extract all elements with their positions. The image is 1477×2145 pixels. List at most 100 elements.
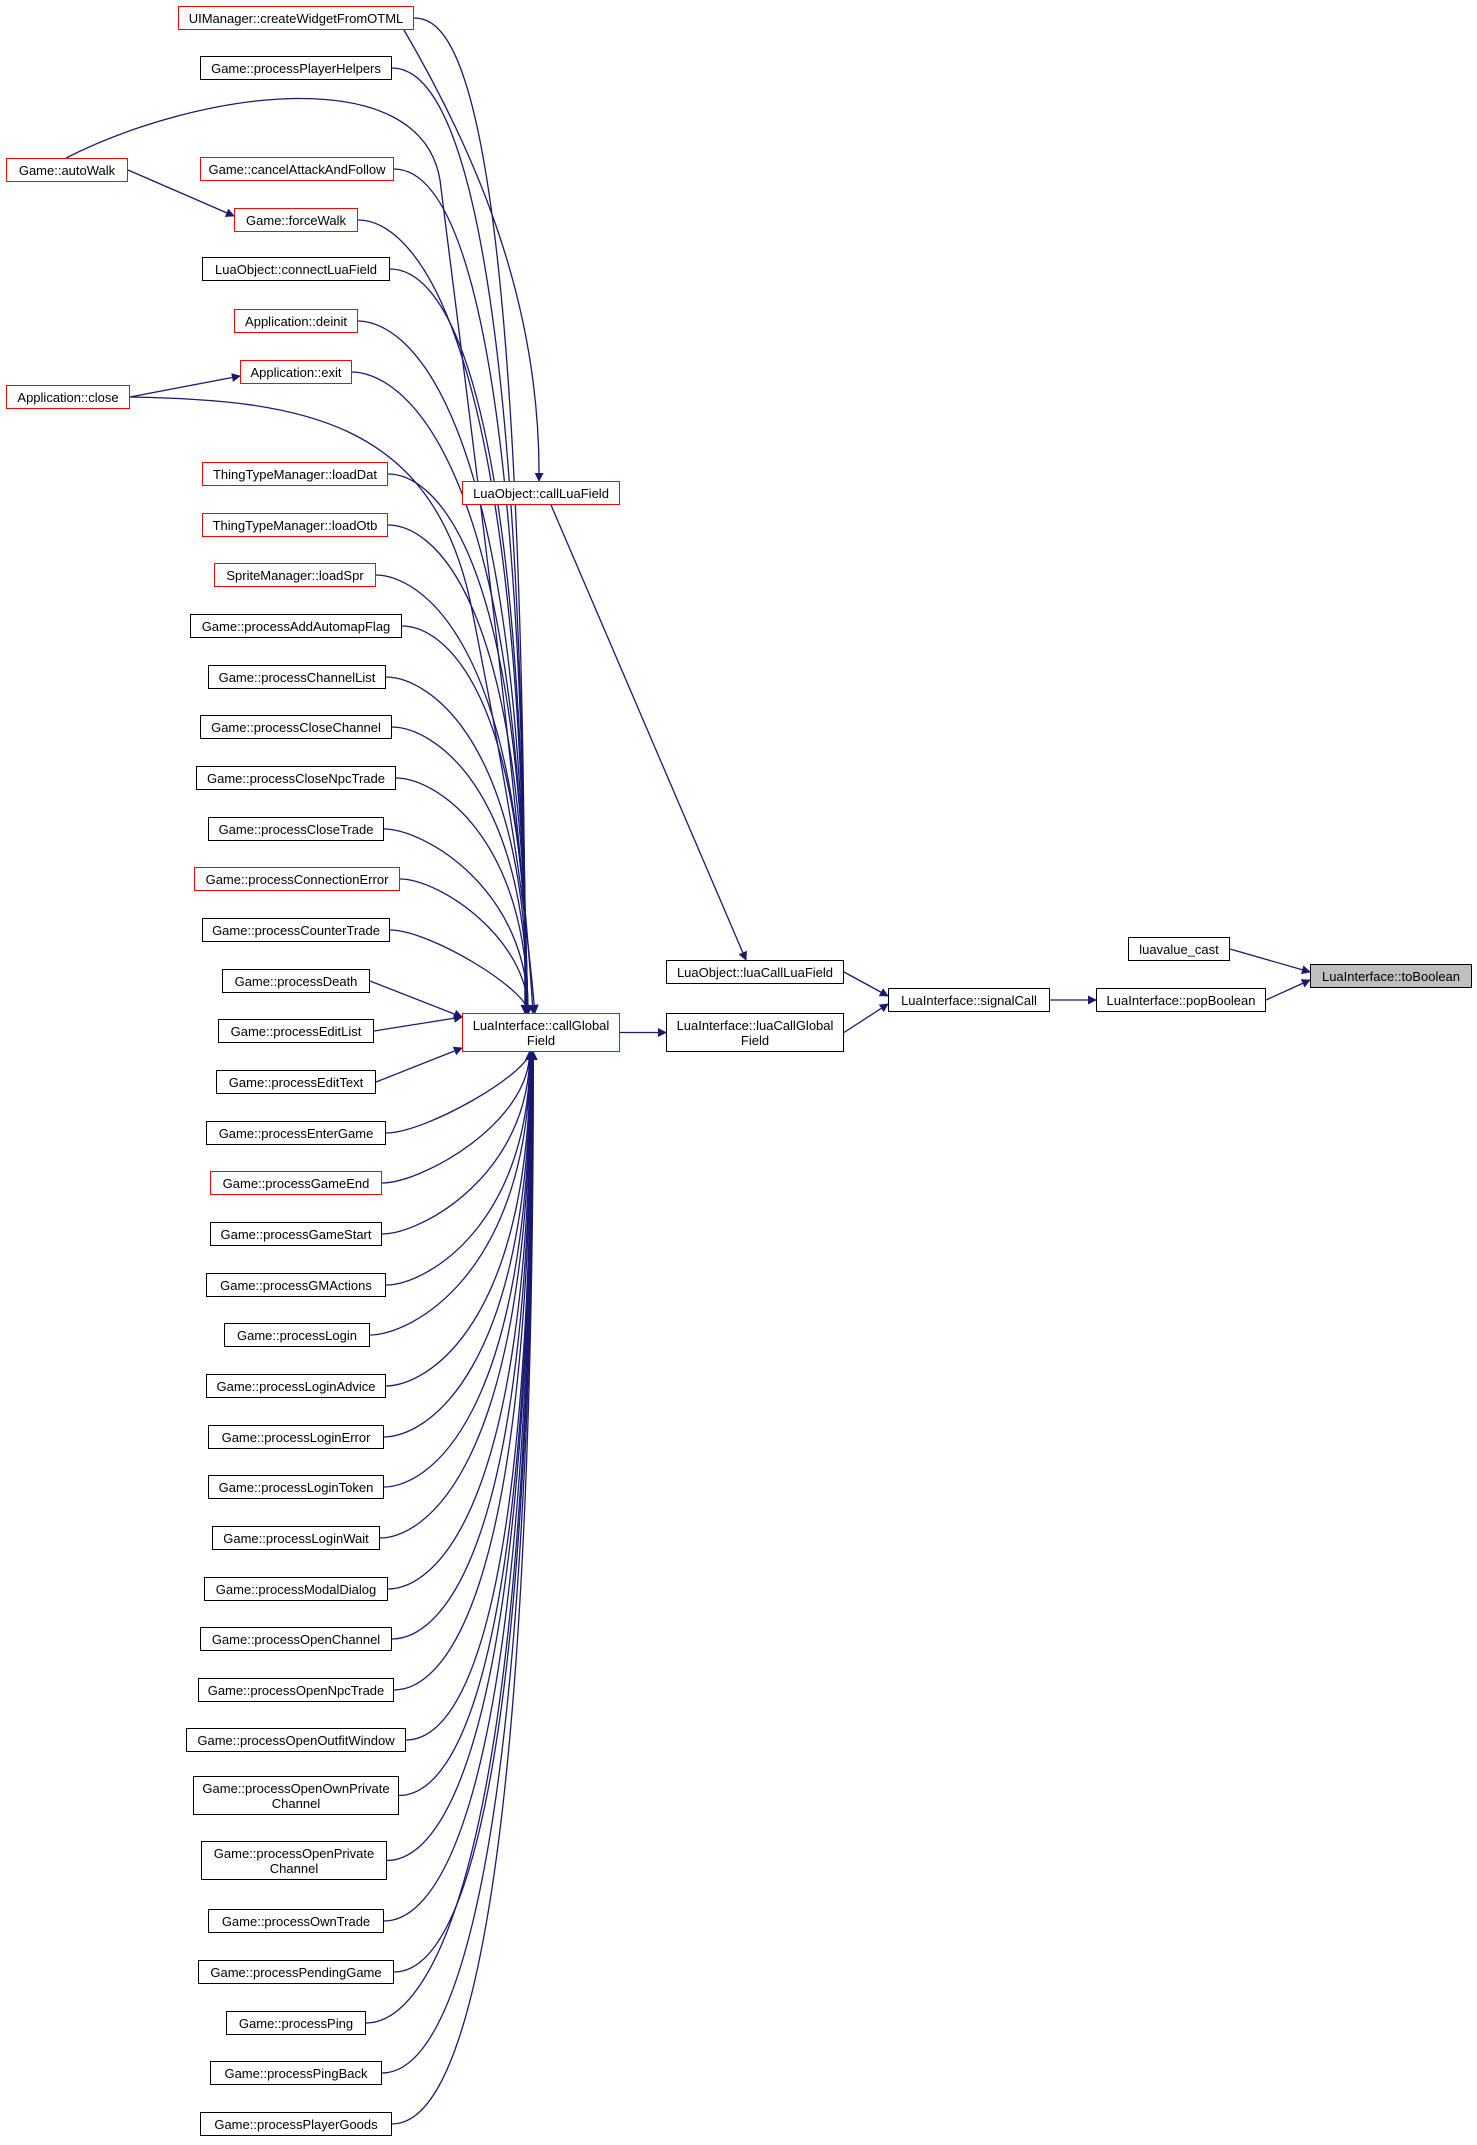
node-connectLuaField[interactable]: LuaObject::connectLuaField [202,257,390,281]
node-label: Game::processChannelList [218,669,376,685]
node-label: LuaInterface::signalCall [901,992,1037,1008]
node-login[interactable]: Game::processLogin [224,1323,370,1347]
edge-channelList-to-callGlobalField [385,676,533,1014]
node-label: Game::processCloseNpcTrade [207,770,385,786]
node-toBoolean: LuaInterface::toBoolean [1310,964,1472,988]
edge-pingBack-to-callGlobalField [381,1051,538,2074]
node-label: Game::processPlayerHelpers [211,60,381,76]
node-label: Game::processConnectionError [205,871,389,887]
node-loadSpr[interactable]: SpriteManager::loadSpr [214,563,376,587]
edge-editText-to-callGlobalField [375,1046,463,1083]
node-appClose[interactable]: Application::close [6,385,130,409]
node-label: Channel [269,1860,319,1876]
node-label: Game::cancelAttackAndFollow [208,161,386,177]
node-editText[interactable]: Game::processEditText [216,1070,376,1094]
node-label: Game::processPing [238,2015,354,2031]
node-label: LuaInterface::luaCallGlobal [676,1017,834,1033]
node-popBoolean[interactable]: LuaInterface::popBoolean [1096,988,1266,1012]
node-gmActions[interactable]: Game::processGMActions [206,1273,386,1297]
node-callLuaField[interactable]: LuaObject::callLuaField [462,481,620,505]
node-openChannel[interactable]: Game::processOpenChannel [200,1627,392,1651]
node-playerGoods[interactable]: Game::processPlayerGoods [200,2112,392,2136]
node-luaCallLuaField[interactable]: LuaObject::luaCallLuaField [666,960,844,984]
node-ownTrade[interactable]: Game::processOwnTrade [208,1909,384,1933]
node-signalCall[interactable]: LuaInterface::signalCall [888,988,1050,1012]
node-label: Application::close [17,389,119,405]
edge-loginWait-to-callGlobalField [379,1051,536,1539]
node-addAutomap[interactable]: Game::processAddAutomapFlag [190,614,402,638]
node-label: ThingTypeManager::loadDat [212,466,378,482]
edge-editList-to-callGlobalField [373,1013,463,1032]
node-pingBack[interactable]: Game::processPingBack [210,2061,382,2085]
node-forceWalk[interactable]: Game::forceWalk [234,208,358,232]
node-death[interactable]: Game::processDeath [222,969,370,993]
node-closeNpcTrade[interactable]: Game::processCloseNpcTrade [196,766,396,790]
node-openOutfit[interactable]: Game::processOpenOutfitWindow [186,1728,406,1752]
node-closeTrade[interactable]: Game::processCloseTrade [208,817,384,841]
node-loginAdvice[interactable]: Game::processLoginAdvice [206,1374,386,1398]
node-cancelAttack[interactable]: Game::cancelAttackAndFollow [200,157,394,181]
node-label: Game::processCloseChannel [211,719,381,735]
node-connError[interactable]: Game::processConnectionError [194,867,400,891]
node-label: Field [740,1032,770,1048]
node-label: SpriteManager::loadSpr [226,567,364,583]
node-enterGame[interactable]: Game::processEnterGame [206,1121,386,1145]
node-closeChannel[interactable]: Game::processCloseChannel [200,715,392,739]
edge-counterTrade-to-callGlobalField [389,929,534,1014]
node-loadOtb[interactable]: ThingTypeManager::loadOtb [202,513,388,537]
edge-callLuaField-to-luaCallLuaField [550,504,747,961]
edge-openOwnPrivate-to-callGlobalField [398,1051,537,1797]
edge-loadOtb-to-callGlobalField [387,524,532,1014]
edge-closeChannel-to-callGlobalField [391,726,533,1014]
node-editList[interactable]: Game::processEditList [218,1019,374,1043]
node-appExit[interactable]: Application::exit [240,360,352,384]
edge-ownTrade-to-callGlobalField [383,1051,538,1922]
node-label: Game::processPendingGame [210,1964,382,1980]
edge-pendingGame-to-callGlobalField [393,1051,538,1973]
node-loginWait[interactable]: Game::processLoginWait [212,1526,380,1550]
node-loginError[interactable]: Game::processLoginError [208,1425,384,1449]
node-label: Game::processModalDialog [215,1581,377,1597]
node-playerHelpers[interactable]: Game::processPlayerHelpers [200,56,392,80]
node-autoWalk[interactable]: Game::autoWalk [6,158,128,182]
edge-gameEnd-to-callGlobalField [381,1051,535,1184]
node-channelList[interactable]: Game::processChannelList [208,665,386,689]
node-label: Game::processOpenNpcTrade [207,1682,385,1698]
edge-closeTrade-to-callGlobalField [383,828,533,1014]
node-deinit[interactable]: Application::deinit [234,309,358,333]
node-label: Game::processLogin [237,1327,357,1343]
node-counterTrade[interactable]: Game::processCounterTrade [202,918,390,942]
node-modalDialog[interactable]: Game::processModalDialog [204,1577,388,1601]
edge-loadDat-to-callGlobalField [387,473,532,1014]
edge-appClose-to-appExit [129,373,241,398]
edge-luavalueCast-to-toBoolean [1229,948,1311,975]
node-createWidget[interactable]: UIManager::createWidgetFromOTML [178,6,414,30]
edge-openOutfit-to-callGlobalField [405,1051,537,1741]
node-gameEnd[interactable]: Game::processGameEnd [210,1171,382,1195]
node-gameStart[interactable]: Game::processGameStart [210,1222,382,1246]
edge-enterGame-to-callGlobalField [385,1051,534,1134]
node-label: ThingTypeManager::loadOtb [212,517,378,533]
node-label: Game::processLoginError [221,1429,371,1445]
node-label: LuaInterface::popBoolean [1106,992,1256,1008]
node-label: Application::deinit [245,313,347,329]
node-label: Game::processEditText [228,1074,364,1090]
edge-loginAdvice-to-callGlobalField [385,1051,535,1387]
node-label: Game::processCloseTrade [218,821,374,837]
node-pendingGame[interactable]: Game::processPendingGame [198,1960,394,1984]
node-luavalueCast[interactable]: luavalue_cast [1128,937,1230,961]
node-loadDat[interactable]: ThingTypeManager::loadDat [202,462,388,486]
edge-addAutomap-to-callGlobalField [401,625,532,1014]
node-openNpcTrade[interactable]: Game::processOpenNpcTrade [198,1678,394,1702]
node-loginToken[interactable]: Game::processLoginToken [208,1475,384,1499]
edge-closeNpcTrade-to-callGlobalField [395,777,533,1014]
edge-createWidget-to-callLuaField [403,29,544,482]
edge-gameStart-to-callGlobalField [381,1051,535,1235]
edge-createWidget-to-callGlobalField [413,17,530,1014]
node-label: Application::exit [250,364,342,380]
node-ping[interactable]: Game::processPing [226,2011,366,2035]
